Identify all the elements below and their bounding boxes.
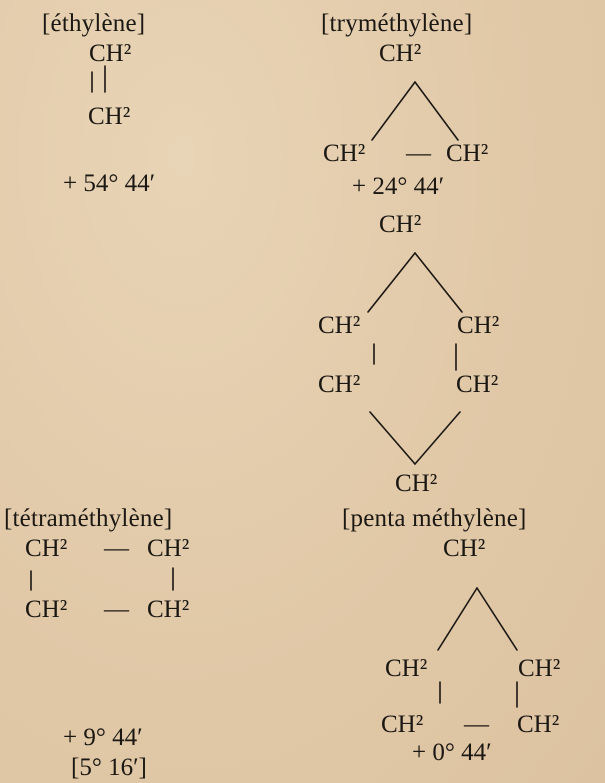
pentamethylene-ch2-apex: CH² [443, 535, 486, 562]
pentamethylene-bond-right [476, 587, 518, 651]
tetramethylene-angle: + 9° 44′ [63, 724, 143, 751]
pentamethylene-label: [penta méthylène] [342, 505, 527, 532]
pentamethylene-ch2-upper-left: CH² [385, 655, 428, 682]
ethylene-ch2-top: CH² [89, 40, 132, 67]
pentamethylene-angle: + 0° 44′ [412, 739, 492, 766]
pentamethylene-bond-left [437, 587, 478, 651]
ethylene-label: [éthylène] [42, 10, 146, 37]
hexagon-ch2-lower-right: CH² [456, 371, 499, 398]
ethylene-angle: + 54° 44′ [63, 170, 156, 197]
hexagon-ch2-upper-left: CH² [318, 312, 361, 339]
trimethylene-ch2-left: CH² [323, 140, 366, 167]
pentamethylene-ch2-upper-right: CH² [518, 655, 561, 682]
pentamethylene-ch2-lower-right: CH² [517, 711, 560, 738]
trimethylene-ch2-apex: CH² [379, 40, 422, 67]
tetramethylene-dash-top: — [104, 535, 129, 562]
hexagon-ch2-bottom: CH² [395, 470, 438, 497]
trimethylene-label: [tryméthylène] [321, 10, 473, 37]
tetramethylene-ch2-bottom-right: CH² [147, 596, 190, 623]
trimethylene-bond-right [414, 81, 459, 141]
trimethylene-bond-left [371, 81, 416, 141]
trimethylene-dash: — [406, 140, 431, 167]
tetramethylene-dash-bottom: — [104, 596, 129, 623]
hexagon-bond-bottom-left [369, 411, 416, 465]
hexagon-bond-top-left [367, 252, 416, 313]
hexagon-ch2-upper-right: CH² [457, 312, 500, 339]
tetramethylene-ch2-top-right: CH² [147, 535, 190, 562]
ethylene-ch2-bottom: CH² [88, 103, 131, 130]
pentamethylene-dash: — [464, 711, 489, 738]
trimethylene-ch2-right: CH² [446, 140, 489, 167]
hexagon-ch2-top: CH² [379, 211, 422, 238]
hexagon-bond-bottom-right [414, 411, 461, 465]
tetramethylene-ch2-bottom-left: CH² [25, 596, 68, 623]
hexagon-ch2-lower-left: CH² [318, 371, 361, 398]
tetramethylene-alt-angle: [5° 16′] [71, 754, 147, 781]
pentamethylene-ch2-lower-left: CH² [381, 711, 424, 738]
hexagon-bond-top-right [414, 252, 463, 313]
tetramethylene-label: [tétraméthylène] [4, 505, 173, 532]
tetramethylene-ch2-top-left: CH² [25, 535, 68, 562]
trimethylene-angle: + 24° 44′ [352, 173, 445, 200]
